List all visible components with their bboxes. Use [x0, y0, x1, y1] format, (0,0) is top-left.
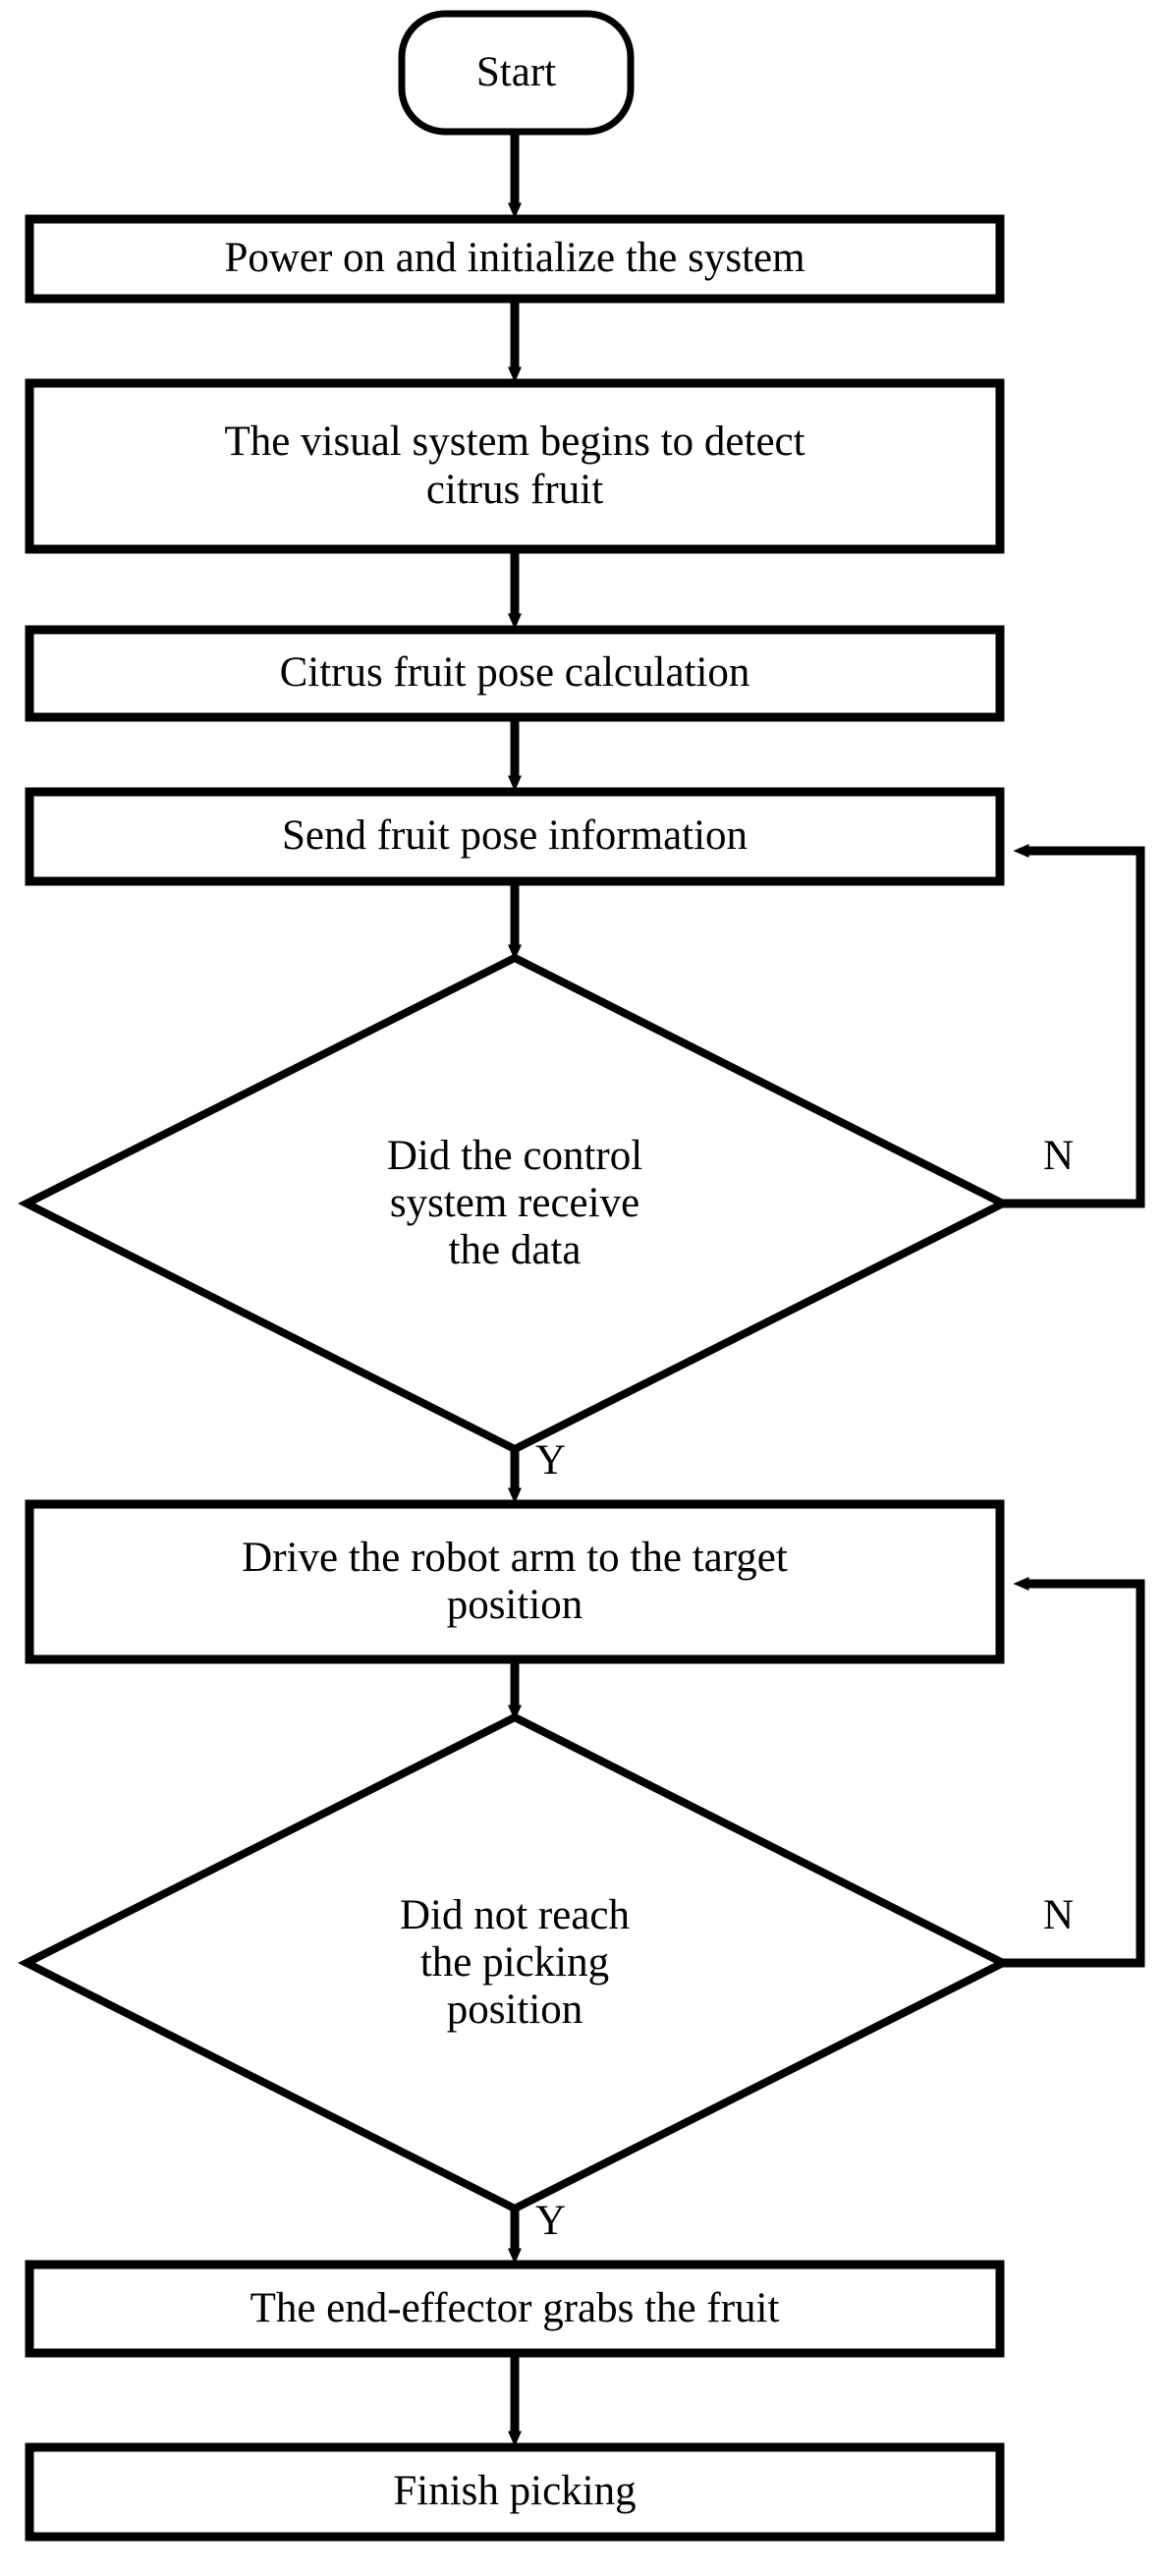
node-finish-shape[interactable] [25, 2442, 1005, 2542]
node-reach-position-shape[interactable] [18, 1712, 1012, 2213]
node-power-on-shape[interactable] [25, 214, 1005, 304]
edge-receive-data-no-feedback [1003, 844, 1145, 1208]
node-start-shape[interactable] [398, 10, 635, 136]
node-receive-data-shape[interactable] [18, 953, 1012, 1454]
node-visual-detect-shape[interactable] [25, 378, 1005, 554]
node-send-pose-shape[interactable] [25, 787, 1005, 886]
node-drive-arm-shape[interactable] [25, 1499, 1005, 1664]
node-pose-calculation-shape[interactable] [25, 625, 1005, 722]
node-grab-fruit-shape[interactable] [25, 2260, 1005, 2358]
edge-reach-position-no-feedback [1003, 1577, 1145, 1968]
